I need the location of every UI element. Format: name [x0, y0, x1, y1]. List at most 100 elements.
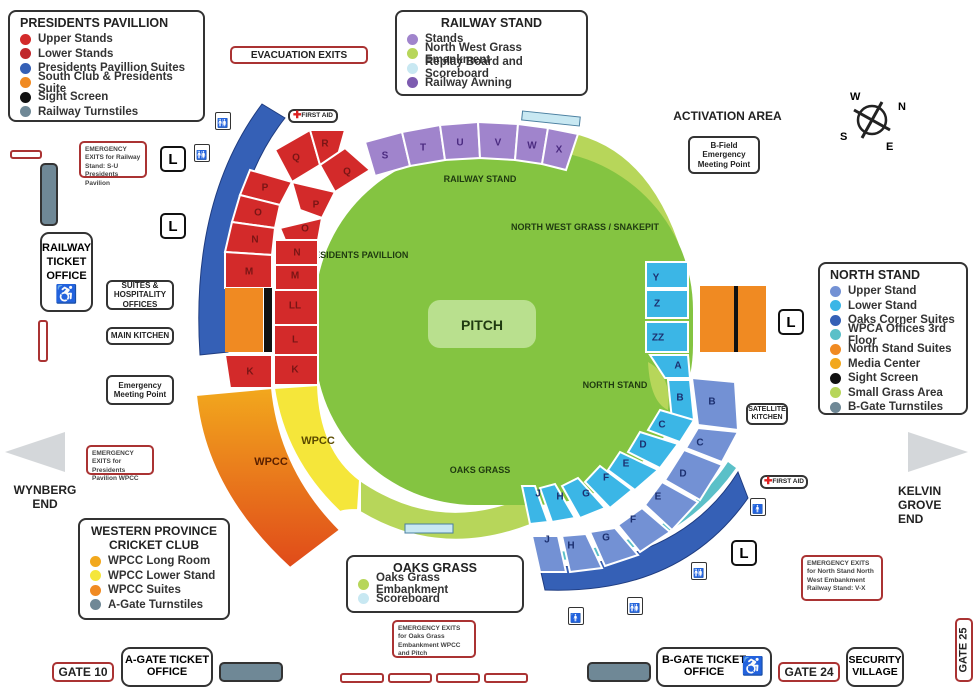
satellite-kitchen-label: SATELLITE KITCHEN [746, 403, 788, 425]
north-stand-legend: NORTH STAND Upper Stand Lower Stand Oaks… [818, 262, 968, 415]
section-D-lower: D [639, 440, 646, 451]
section-F-lower: F [603, 473, 609, 484]
section-B-lower: B [676, 393, 683, 404]
section-Q-outer: Q [292, 153, 300, 164]
emergency-exits-presidents: EMERGENCY EXITS for Presidents Pavilion … [86, 445, 154, 482]
wheelchair-icon: ♿ [55, 284, 78, 305]
section-J-upper: J [544, 535, 550, 546]
presidents-pavilion-stand [223, 128, 372, 389]
section-Z: Z [654, 299, 660, 310]
suites-offices-label: SUITES & HOSPITALITY OFFICES [106, 280, 174, 310]
section-Y: Y [653, 273, 660, 284]
legend-item: Scoreboard [358, 592, 512, 607]
emergency-exits-railway: EMERGENCY EXITS for Railway Stand: S-U P… [79, 141, 147, 187]
legend-title: OAKS GRASS [392, 561, 478, 575]
section-A: A [674, 361, 681, 372]
lift-icon: L [160, 146, 186, 172]
evacuation-exits-label: EVACUATION EXITS [230, 46, 368, 64]
toilet-icon: 🚻 [627, 597, 643, 615]
exit-marker [388, 673, 432, 683]
section-ZZ: ZZ [652, 333, 664, 344]
wpcc-inner-label: WPCC [301, 435, 335, 447]
wpcc-lower-stand [272, 383, 362, 514]
section-H-upper: H [567, 541, 574, 552]
first-aid-cross-icon: ✚ [764, 476, 773, 488]
main-kitchen-label: MAIN KITCHEN [106, 327, 174, 345]
legend-item: A-Gate Turnstiles [90, 598, 218, 613]
dot-icon [90, 555, 101, 567]
dot-icon [358, 578, 369, 590]
wpcc-suites [194, 386, 342, 570]
wynberg-arrow-icon [5, 432, 65, 472]
dot-icon [830, 329, 841, 341]
gate-10: GATE 10 [52, 662, 114, 682]
section-M-inner: M [291, 271, 299, 282]
exit-marker [38, 320, 48, 362]
legend-item: B-Gate Turnstiles [830, 400, 956, 415]
dot-icon [407, 62, 418, 74]
legend-title: WESTERN PROVINCE CRICKET CLUB [90, 524, 217, 552]
dot-icon [407, 77, 418, 89]
toilet-icon: 🚻 [215, 112, 231, 130]
dot-icon [407, 33, 418, 45]
section-C-upper: C [696, 438, 703, 449]
section-O-outer: O [254, 208, 262, 219]
north-west-grass-label: NORTH WEST GRASS / SNAKEPIT [511, 222, 660, 232]
emergency-exits-oaks: EMERGENCY EXITS for Oaks Grass Embankmen… [392, 620, 476, 658]
section-K-inner: K [291, 365, 299, 376]
sight-screen-east [734, 286, 738, 352]
wynberg-end-label: WYNBERG END [13, 483, 77, 511]
dot-icon [20, 91, 31, 103]
north-stand-lower [520, 261, 696, 526]
dot-icon [90, 570, 101, 582]
bfield-meeting-point: B-Field Emergency Meeting Point [688, 136, 760, 174]
pitch-label: PITCH [461, 317, 503, 333]
dot-icon [830, 285, 841, 297]
section-V: V [495, 138, 502, 149]
section-B-upper: B [708, 397, 715, 408]
legend-title: RAILWAY STAND [440, 16, 543, 30]
scoreboard [404, 523, 454, 534]
lift-icon: L [731, 540, 757, 566]
north-stand-label: NORTH STAND [583, 380, 648, 390]
sight-screen-west [264, 288, 272, 352]
lift-icon: L [160, 213, 186, 239]
section-G-upper: G [602, 533, 610, 544]
railway-stand: S T U V W X [363, 120, 580, 178]
section-F-upper: F [630, 515, 636, 526]
legend-item: WPCC Suites [90, 583, 218, 598]
svg-text:N: N [898, 101, 906, 113]
section-P-inner: P [313, 200, 320, 211]
section-N-outer: N [251, 235, 258, 246]
svg-text:E: E [886, 141, 893, 153]
section-P-outer: P [262, 183, 269, 194]
presidents-legend: PRESIDENTS PAVILLION Upper Stands Lower … [8, 10, 205, 122]
section-C-lower: C [658, 420, 665, 431]
legend-item: Small Grass Area [830, 386, 956, 401]
railway-turnstiles [40, 163, 58, 226]
toilet-icon: 🚻 [691, 562, 707, 580]
dot-icon [830, 372, 841, 384]
legend-item: Stands [407, 32, 576, 47]
railway-ticket-office: RAILWAY TICKET OFFICE♿ [40, 232, 93, 312]
oaks-grass-label: OAKS GRASS [450, 465, 511, 475]
railway-stand-label: RAILWAY STAND [444, 174, 517, 184]
legend-item: Railway Turnstiles [20, 105, 193, 120]
a-gate-ticket-office: A-GATE TICKET OFFICE [121, 647, 213, 687]
legend-item: Replay Board and Scoreboard [407, 56, 576, 80]
security-village: SECURITY VILLAGE [846, 647, 904, 687]
legend-item: Presidents Pavillion Suites [20, 61, 193, 76]
section-LL: LL [289, 301, 301, 312]
section-H-lower: H [556, 492, 563, 503]
legend-item: Upper Stand [830, 284, 956, 299]
legend-item: Media Center [830, 357, 956, 372]
kelvin-arrow-icon [908, 432, 968, 472]
exit-marker [10, 150, 42, 159]
wpcc-outer-label: WPCC [254, 456, 288, 468]
legend-item: Oaks Corner Suites [830, 313, 956, 328]
emergency-exits-north: EMERGENCY EXITS for North Stand North We… [801, 555, 883, 601]
section-S: S [382, 151, 389, 162]
gate-25: GATE 25 [955, 618, 973, 682]
a-gate-turnstiles [219, 662, 283, 682]
oaks-corner-suites-arc [539, 470, 749, 591]
